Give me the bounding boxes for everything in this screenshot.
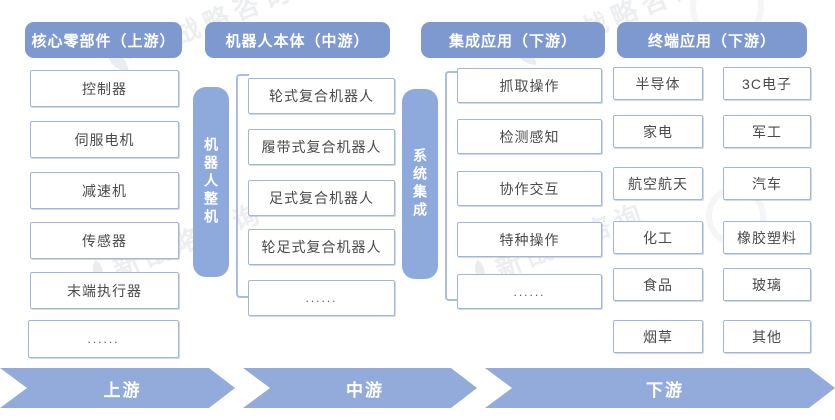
side-bar-system-integration: 系统集成 bbox=[402, 89, 438, 279]
item-box-rubber-plastics: 橡胶塑料 bbox=[723, 221, 811, 254]
column-header-core-components: 核心零部件（上游） bbox=[25, 22, 182, 58]
item-box-grasping-operation: 抓取操作 bbox=[457, 68, 602, 103]
item-box-end-effector: 末端执行器 bbox=[30, 272, 179, 309]
item-box-collaborative-interaction: 协作交互 bbox=[457, 171, 602, 206]
column-header-terminal-applications: 终端应用（下游） bbox=[617, 22, 807, 58]
item-box-other: 其他 bbox=[723, 320, 811, 353]
item-box-reducer: 减速机 bbox=[30, 172, 179, 209]
item-box-chemical: 化工 bbox=[613, 221, 703, 254]
item-box-ellipsis: ...... bbox=[457, 274, 602, 309]
flow-arrow-midstream: 中游 bbox=[243, 368, 477, 408]
item-box-3c-electronics: 3C电子 bbox=[723, 67, 811, 100]
bracket bbox=[236, 74, 249, 298]
flow-arrow-upstream: 上游 bbox=[0, 368, 235, 408]
item-box-military: 军工 bbox=[723, 115, 811, 148]
column-header-integrated-applications: 集成应用（下游） bbox=[421, 22, 605, 58]
item-box-aerospace: 航空航天 bbox=[613, 167, 703, 200]
item-box-home-appliance: 家电 bbox=[613, 115, 703, 148]
item-box-glass: 玻璃 bbox=[723, 268, 811, 301]
column-header-robot-body: 机器人本体（中游） bbox=[205, 22, 390, 58]
flow-arrow-downstream: 下游 bbox=[485, 368, 835, 408]
side-bar-label: 机器人整机 bbox=[203, 137, 219, 227]
item-box-food: 食品 bbox=[613, 268, 703, 301]
item-box-wheel-legged-robot: 轮足式复合机器人 bbox=[248, 229, 395, 265]
item-box-controller: 控制器 bbox=[30, 70, 179, 107]
item-box-tobacco: 烟草 bbox=[613, 320, 703, 353]
item-box-semiconductor: 半导体 bbox=[613, 67, 703, 100]
side-bar-robot-complete-machine: 机器人整机 bbox=[193, 87, 229, 277]
item-box-automobile: 汽车 bbox=[723, 167, 811, 200]
bracket bbox=[445, 71, 458, 301]
item-box-sensor: 传感器 bbox=[30, 222, 179, 259]
item-box-wheeled-robot: 轮式复合机器人 bbox=[248, 78, 395, 114]
item-box-ellipsis: ...... bbox=[28, 320, 179, 358]
item-box-tracked-robot: 履带式复合机器人 bbox=[248, 129, 395, 165]
item-box-legged-robot: 足式复合机器人 bbox=[248, 180, 395, 216]
item-box-servo-motor: 伺服电机 bbox=[30, 121, 179, 158]
item-box-detection-perception: 检测感知 bbox=[457, 119, 602, 154]
side-bar-label: 系统集成 bbox=[412, 148, 428, 220]
item-box-special-operation: 特种操作 bbox=[457, 222, 602, 257]
item-box-ellipsis: ...... bbox=[248, 280, 395, 316]
